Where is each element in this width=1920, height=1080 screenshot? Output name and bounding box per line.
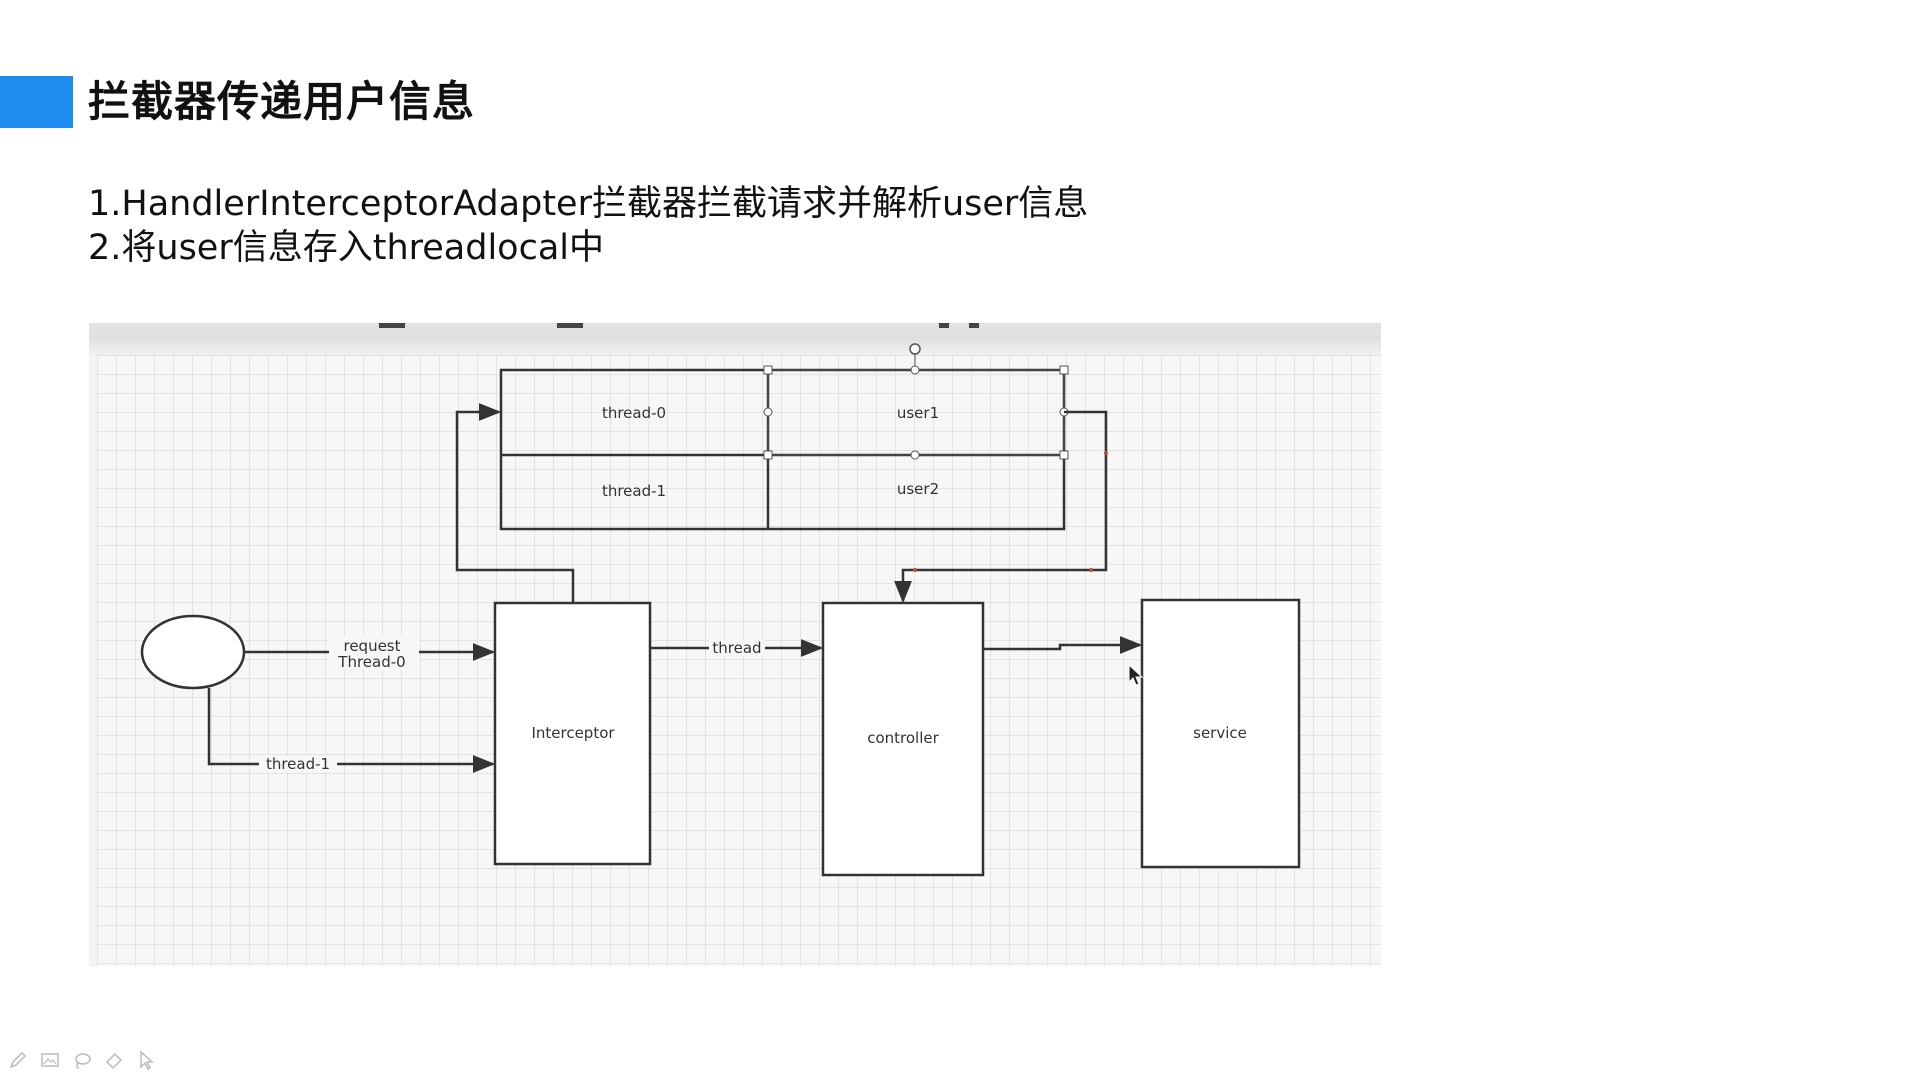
client-node <box>140 614 246 690</box>
lasso-icon[interactable] <box>72 1050 92 1070</box>
bullet-list: 1.HandlerInterceptorAdapter拦截器拦截请求并解析use… <box>88 182 1088 270</box>
toolbar-glyph <box>939 323 949 328</box>
mouse-cursor-icon <box>1128 663 1144 686</box>
eraser-icon[interactable] <box>104 1050 124 1070</box>
table-cell-thread1: thread-1 <box>602 482 666 500</box>
controller-label: controller <box>867 729 939 747</box>
bullet-item-1: 1.HandlerInterceptorAdapter拦截器拦截请求并解析use… <box>88 184 1089 224</box>
diagram-svg: thread-0 user1 thread-1 user2 Intercepto… <box>140 343 1301 877</box>
diagram-toolbar <box>89 323 1381 335</box>
table-cell-thread0: thread-0 <box>602 404 666 422</box>
threadlocal-table <box>499 368 1066 531</box>
request-edge-label: request <box>343 637 400 655</box>
table-to-controller-edge <box>894 410 1108 604</box>
thread-edge-label: thread <box>712 639 761 657</box>
pointer-icon[interactable] <box>136 1050 156 1070</box>
request-edge-label-2: Thread-0 <box>337 653 405 671</box>
toolbar-glyph <box>969 323 979 328</box>
toolbar-glyph <box>379 323 405 328</box>
table-cell-user1: user1 <box>897 404 939 422</box>
toolbar-glyph <box>557 323 583 328</box>
image-icon[interactable] <box>40 1050 60 1070</box>
title-accent-bar <box>0 76 73 128</box>
toolbar-shadow <box>89 335 1381 355</box>
interceptor-to-table-edge <box>455 403 575 603</box>
table-cell-user2: user2 <box>897 480 939 498</box>
annotation-toolbar <box>8 1050 156 1070</box>
thread1-edge-label: thread-1 <box>266 755 330 773</box>
bullet-item-2: 2.将user信息存入threadlocal中 <box>88 228 605 268</box>
diagram-screenshot: thread-0 user1 thread-1 user2 Intercepto… <box>89 323 1381 966</box>
service-box <box>1140 598 1301 869</box>
slide-title: 拦截器传递用户信息 <box>88 77 476 126</box>
selection-handles[interactable] <box>763 343 1069 460</box>
controller-to-service-edge <box>983 636 1143 654</box>
service-label: service <box>1193 724 1247 742</box>
interceptor-label: Interceptor <box>531 724 615 742</box>
thread1-edge <box>207 688 496 773</box>
pen-icon[interactable] <box>8 1050 28 1070</box>
